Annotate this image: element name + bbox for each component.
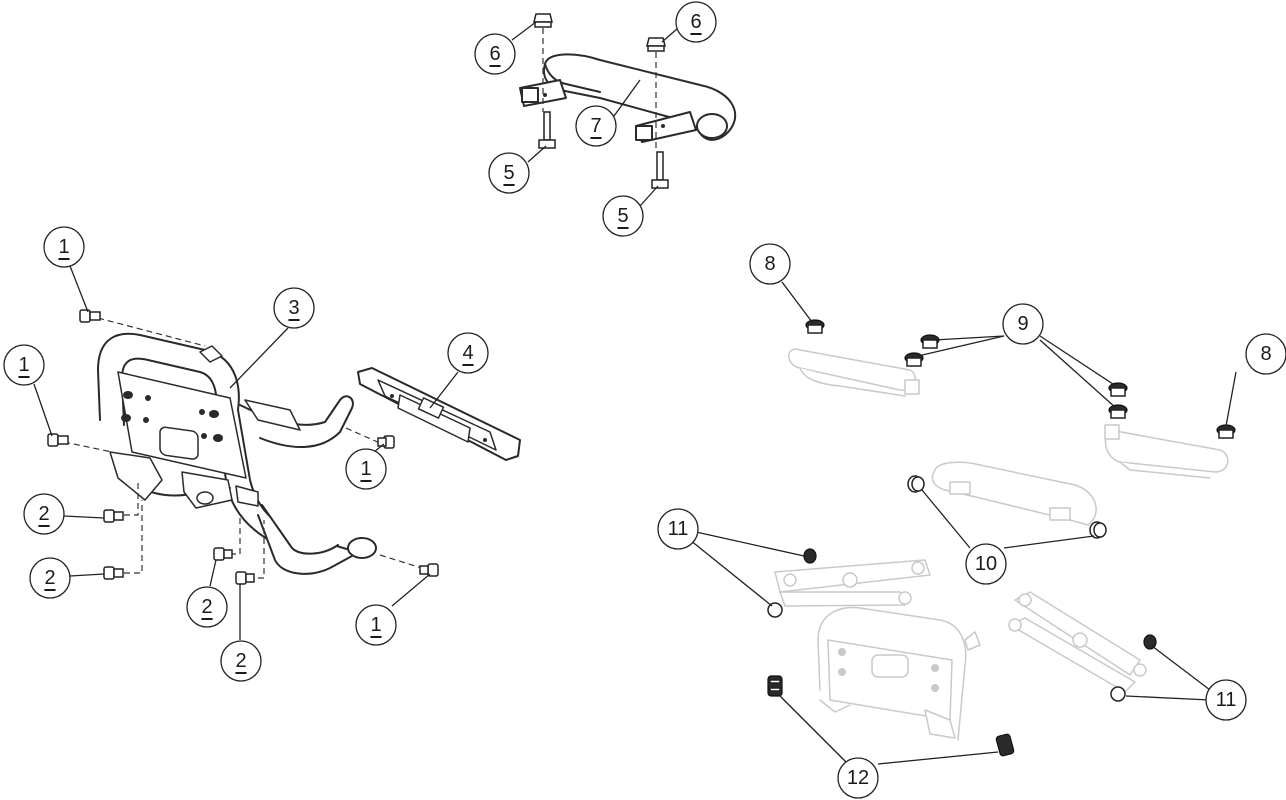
callout-label: 2 (38, 503, 49, 525)
callout-10: 10 (965, 543, 1007, 585)
callout-label: 11 (1216, 689, 1237, 711)
callout-1-top: 1 (43, 226, 85, 268)
faded-bumper-view (817, 606, 981, 741)
callout-6-right: 6 (675, 1, 717, 43)
callout-5-right: 5 (602, 195, 644, 237)
callout-3: 3 (273, 287, 315, 329)
part-10-cap-b (1089, 521, 1107, 539)
callout-2-a: 2 (23, 493, 65, 535)
callout-label: 1 (360, 458, 371, 480)
part-5-bolt-right (651, 151, 669, 189)
callout-label: 9 (1017, 313, 1028, 335)
callout-5-left: 5 (488, 152, 530, 194)
callout-11-left: 11 (657, 508, 699, 550)
callout-2-b: 2 (29, 557, 71, 599)
part-9-plug-d (1108, 404, 1128, 419)
callout-2-d: 2 (220, 640, 262, 682)
callout-label: 1 (370, 614, 381, 636)
callout-8-right: 8 (1245, 333, 1286, 375)
callout-label: 12 (847, 767, 869, 789)
leader-lines (33, 21, 1237, 765)
part-6-nut-right (646, 37, 666, 52)
part-3-bumper-frame (97, 332, 377, 575)
part-9-plug-a (920, 334, 940, 349)
callout-7: 7 (575, 105, 617, 147)
part-4-mounting-plate (357, 367, 521, 461)
callout-12: 12 (837, 757, 879, 799)
callout-label: 11 (668, 518, 689, 540)
callout-label: 8 (764, 253, 775, 275)
callout-11-right: 11 (1205, 679, 1247, 721)
faded-control-arm-left (774, 559, 931, 607)
part-1-bolt-a (79, 309, 101, 323)
part-11-bushing-d (1110, 686, 1126, 702)
part-1-bolt-c (377, 435, 395, 449)
part-11-bushing-b (767, 602, 783, 618)
faded-tube-view-middle (931, 461, 1097, 526)
callout-label: 2 (235, 650, 246, 672)
part-12-bumper-stop-left (767, 675, 783, 697)
callout-1-bottom: 1 (355, 604, 397, 646)
faded-control-arm-right (1008, 591, 1147, 693)
callout-label: 1 (18, 354, 29, 376)
callout-label: 2 (201, 596, 212, 618)
callout-6-left: 6 (474, 33, 516, 75)
part-10-cap-a (907, 475, 925, 493)
callout-label: 1 (58, 236, 69, 258)
part-2-bolt-b (103, 566, 124, 580)
part-1-bolt-d (419, 563, 439, 577)
callout-label: 8 (1260, 343, 1271, 365)
callout-label: 5 (617, 205, 628, 227)
callout-9: 9 (1002, 303, 1044, 345)
part-11-bushing-c (1143, 634, 1157, 650)
part-5-bolt-left (538, 111, 556, 149)
part-8-plug-right (1216, 424, 1236, 439)
callout-label: 7 (590, 115, 601, 137)
callout-label: 3 (288, 297, 299, 319)
callout-1-mid: 1 (345, 448, 387, 490)
part-7-upper-tube (519, 53, 737, 143)
callout-2-c: 2 (186, 586, 228, 628)
part-2-bolt-a (103, 509, 124, 523)
callout-label: 4 (462, 342, 473, 364)
callout-8-left: 8 (749, 243, 791, 285)
callout-label: 2 (44, 567, 55, 589)
part-2-bolt-d (235, 571, 255, 585)
callout-1-left: 1 (3, 344, 45, 386)
callout-label: 10 (975, 553, 997, 575)
part-1-bolt-b (47, 433, 69, 447)
part-8-plug-left (805, 319, 825, 334)
callout-label: 6 (489, 43, 500, 65)
part-12-bumper-stop-right (995, 733, 1015, 757)
part-2-bolt-c (213, 547, 233, 561)
part-11-bushing-a (803, 548, 817, 564)
part-6-nut-left (533, 13, 553, 28)
callout-label: 6 (690, 11, 701, 33)
part-9-plug-c (1108, 382, 1128, 397)
callout-label: 5 (503, 162, 514, 184)
faded-tube-view-upper (788, 348, 1229, 479)
callout-4: 4 (447, 332, 489, 374)
